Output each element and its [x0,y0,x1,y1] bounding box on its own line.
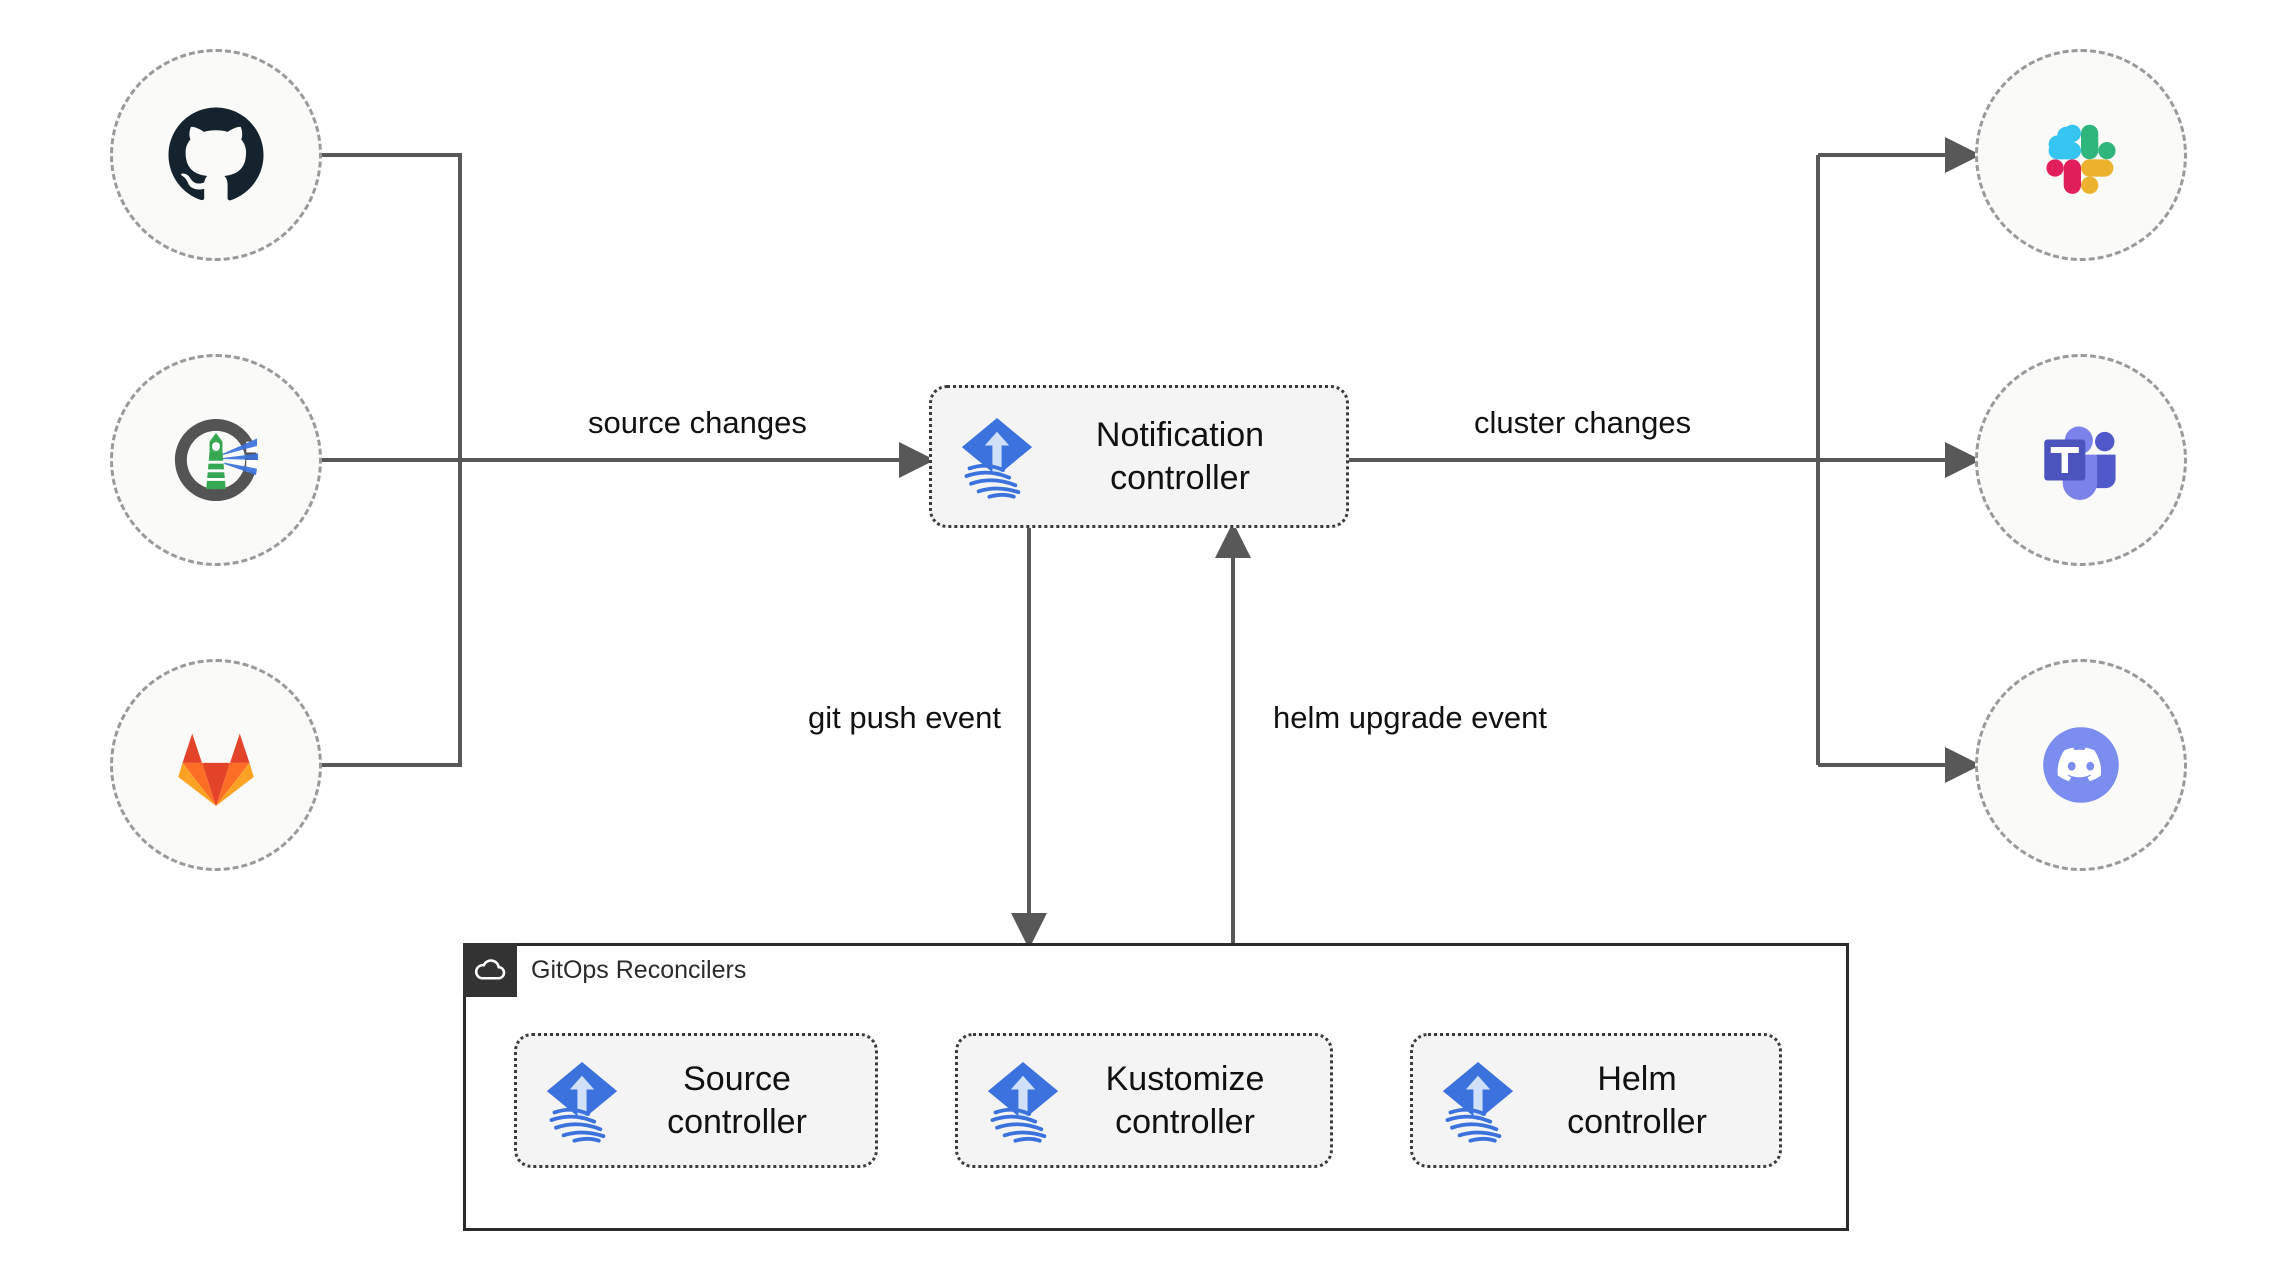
edge-label-cluster-changes: cluster changes [1466,403,1700,443]
flux-lighthouse-icon [174,418,259,502]
notification-controller-box[interactable]: Notification controller [929,385,1349,528]
helm-controller-label: Helm controller [1567,1059,1707,1141]
discord-icon [2043,727,2119,803]
flux-logo-icon [546,1061,618,1143]
gitlab-icon [178,733,254,807]
github-icon [168,107,264,201]
microsoft-teams-icon [2044,426,2116,500]
notification-controller-label: Notification controller [1095,415,1265,497]
kustomize-controller-label: Kustomize controller [1105,1059,1265,1141]
edge-label-helm-upgrade-event: helm upgrade event [1265,698,1556,738]
flux-logo-icon [987,1061,1059,1143]
helm-controller-box[interactable]: Helm controller [1410,1033,1782,1168]
edge-label-source-changes: source changes [580,403,815,443]
gitops-reconcilers-header: GitOps Reconcilers [463,943,746,997]
source-node-gitlab[interactable] [110,659,322,871]
destination-node-teams[interactable] [1975,354,2187,566]
destination-node-discord[interactable] [1975,659,2187,871]
source-controller-label: Source controller [667,1059,807,1141]
source-node-github[interactable] [110,49,322,261]
flux-logo-icon [1442,1061,1514,1143]
destination-node-slack[interactable] [1975,49,2187,261]
kustomize-controller-box[interactable]: Kustomize controller [955,1033,1333,1168]
flux-logo-icon [961,417,1033,499]
cloud-icon-chip [463,943,517,997]
edge-sources-trunk [311,153,462,767]
source-controller-box[interactable]: Source controller [514,1033,878,1168]
cloud-icon [474,959,506,980]
edge-label-git-push-event: git push event [800,698,1010,738]
gitops-reconcilers-title: GitOps Reconcilers [531,955,747,984]
slack-icon [2046,124,2116,194]
source-node-flux[interactable] [110,354,322,566]
